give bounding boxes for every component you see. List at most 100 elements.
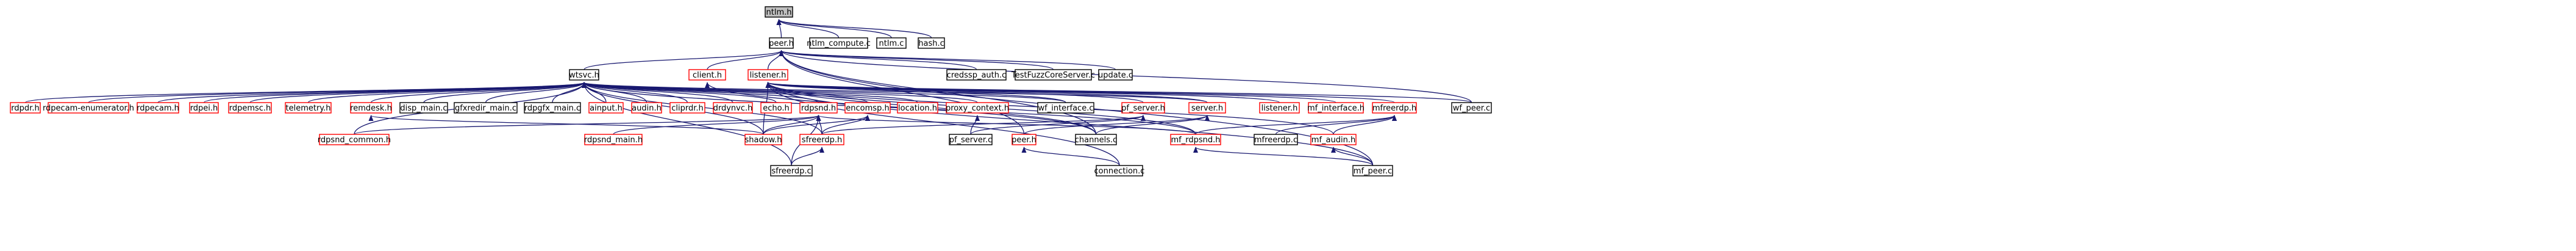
node-rdpsnd-common-h[interactable]: rdpsnd_common.h [318, 134, 391, 145]
edge-peer_h2-to-connection_c [1021, 147, 1120, 166]
node-box [1352, 165, 1393, 176]
node-rdpei-h[interactable]: rdpei.h [189, 102, 219, 114]
node-label: mf_peer.c [1354, 167, 1392, 176]
node-box [10, 102, 41, 114]
node-box [631, 102, 662, 114]
node-box [48, 102, 129, 114]
node-box [454, 102, 518, 114]
node-remdesk-h[interactable]: remdesk.h [350, 102, 392, 114]
node-rdpsnd-main-h[interactable]: rdpsnd_main.h [584, 134, 643, 145]
node-box [744, 134, 782, 145]
edges-layer [24, 19, 1472, 166]
edge-ntlm_h-to-hash_c [776, 19, 932, 38]
node-label: mf_rdpsnd.h [1171, 136, 1221, 145]
node-hash-c[interactable]: hash.c [918, 37, 945, 49]
node-box [1011, 134, 1036, 145]
edge-wtsvc_h-to-disp_main_c [423, 82, 587, 103]
node-label: shadow.h [745, 136, 782, 145]
node-box [769, 37, 794, 49]
node-ntlm-compute-c[interactable]: ntlm_compute.c [807, 37, 871, 49]
node-box [1098, 69, 1133, 81]
node-box [799, 102, 838, 114]
node-peer-h2[interactable]: peer.h [1011, 134, 1036, 145]
node-label: TestFuzzCoreServer.c [1011, 71, 1095, 80]
node-label: rdpdr.h [11, 104, 39, 113]
node-rdpdr-h[interactable]: rdpdr.h [10, 102, 41, 114]
node-channels-c[interactable]: channels.c [1075, 134, 1118, 145]
edge-wtsvc_h-to-cliprdr_h [582, 82, 688, 103]
node-pf-server-c[interactable]: pf_server.c [949, 134, 993, 145]
node-credssp-auth-c[interactable]: credssp_auth.c [946, 69, 1007, 81]
node-rdpgfx-main-c[interactable]: rdpgfx_main.c [524, 102, 581, 114]
node-server-h[interactable]: server.h [1188, 102, 1226, 114]
node-wtsvc-h[interactable]: wtsvc.h [569, 69, 599, 81]
node-cliprdr-h[interactable]: cliprdr.h [669, 102, 705, 114]
node-client-h[interactable]: client.h [688, 69, 726, 81]
node-label: client.h [693, 71, 722, 80]
node-mfreerdp-c[interactable]: mfreerdp.c [1254, 134, 1298, 145]
node-connection-c[interactable]: connection.c [1094, 165, 1145, 176]
node-label: pf_server.h [1121, 104, 1165, 113]
node-box [760, 102, 792, 114]
node-ntlm-c[interactable]: ntlm.c [876, 37, 907, 49]
edge-encomsp_h-to-sfreerdp_h [821, 115, 870, 135]
node-testfuzz-c[interactable]: TestFuzzCoreServer.c [1011, 69, 1095, 81]
node-label: mfreerdp.h [1372, 104, 1416, 113]
node-listener-h[interactable]: listener.h [747, 69, 788, 81]
node-rdpecam-enum-h[interactable]: rdpecam-enumerator.h [43, 102, 134, 114]
node-rdpemsc-h[interactable]: rdpemsc.h [228, 102, 272, 114]
nodes-layer: ntlm.h peer.h ntlm_compute.c ntlm.c hash.c wt… [10, 6, 1492, 176]
node-mfreerdp-h[interactable]: mfreerdp.h [1372, 102, 1417, 114]
node-peer-h[interactable]: peer.h [769, 37, 794, 49]
node-gfxredir-main-c[interactable]: gfxredir_main.c [454, 102, 518, 114]
node-mf-interface-h[interactable]: mf_interface.h [1307, 102, 1365, 114]
node-box [876, 37, 907, 49]
node-ntlm-h[interactable]: ntlm.h [765, 6, 793, 18]
node-update-c[interactable]: update.c [1098, 69, 1133, 81]
node-encomsp-h[interactable]: encomsp.h [844, 102, 891, 114]
node-label: gfxredir_main.c [455, 104, 516, 113]
node-ainput-h[interactable]: ainput.h [588, 102, 624, 114]
node-box [1075, 134, 1117, 145]
node-rdpecam-h[interactable]: rdpecam.h [137, 102, 179, 114]
edge-mfreerdp_h-to-mf_audin_h [1333, 115, 1397, 135]
node-wf-peer-c[interactable]: wf_peer.c [1451, 102, 1492, 114]
node-label: server.h [1191, 104, 1223, 113]
edge-wtsvc_h-to-wf_interface_c [582, 82, 1066, 103]
edge-wtsvc_h-to-sfreerdp_c [582, 82, 792, 166]
node-mf-rdpsnd-h[interactable]: mf_rdpsnd.h [1170, 134, 1221, 145]
node-wf-interface-c[interactable]: wf_interface.c [1037, 102, 1094, 114]
node-label: wf_peer.c [1453, 104, 1490, 113]
node-sfreerdp-h[interactable]: sfreerdp.h [799, 134, 844, 145]
node-box [1096, 165, 1143, 176]
node-drdynvc-h[interactable]: drdynvc.h [713, 102, 753, 114]
node-mf-audin-h[interactable]: mf_audin.h [1310, 134, 1357, 145]
node-label: rdpei.h [190, 104, 218, 113]
node-telemetry-h[interactable]: telemetry.h [285, 102, 332, 114]
node-location-h[interactable]: location.h [897, 102, 938, 114]
node-box [189, 102, 219, 114]
node-box [688, 69, 726, 81]
node-label: sfreerdp.h [802, 136, 842, 145]
node-sfreerdp-c[interactable]: sfreerdp.c [770, 165, 813, 176]
node-shadow-h[interactable]: shadow.h [744, 134, 782, 145]
node-box [1310, 134, 1357, 145]
node-label: disp_main.c [400, 104, 447, 113]
edge-wtsvc_h-to-telemetry_h [307, 82, 587, 103]
node-listener-h2[interactable]: listener.h [1259, 102, 1300, 114]
edge-peer_h-to-credssp_auth_c [779, 50, 977, 70]
edge-mfreerdp_h-to-mf_rdpsnd_h [1195, 115, 1397, 135]
node-label: wtsvc.h [569, 71, 599, 80]
node-box [770, 165, 813, 176]
node-rdpsnd-h[interactable]: rdpsnd.h [799, 102, 838, 114]
node-label: audin.h [632, 104, 662, 113]
node-box [1188, 102, 1226, 114]
node-disp-main-c[interactable]: disp_main.c [399, 102, 448, 114]
node-proxy-context-h[interactable]: proxy_context.h [946, 102, 1009, 114]
node-box [1451, 102, 1492, 114]
node-echo-h[interactable]: echo.h [760, 102, 792, 114]
node-pf-server-h[interactable]: pf_server.h [1121, 102, 1165, 114]
node-mf-peer-c[interactable]: mf_peer.c [1352, 165, 1393, 176]
node-audin-h[interactable]: audin.h [631, 102, 662, 114]
